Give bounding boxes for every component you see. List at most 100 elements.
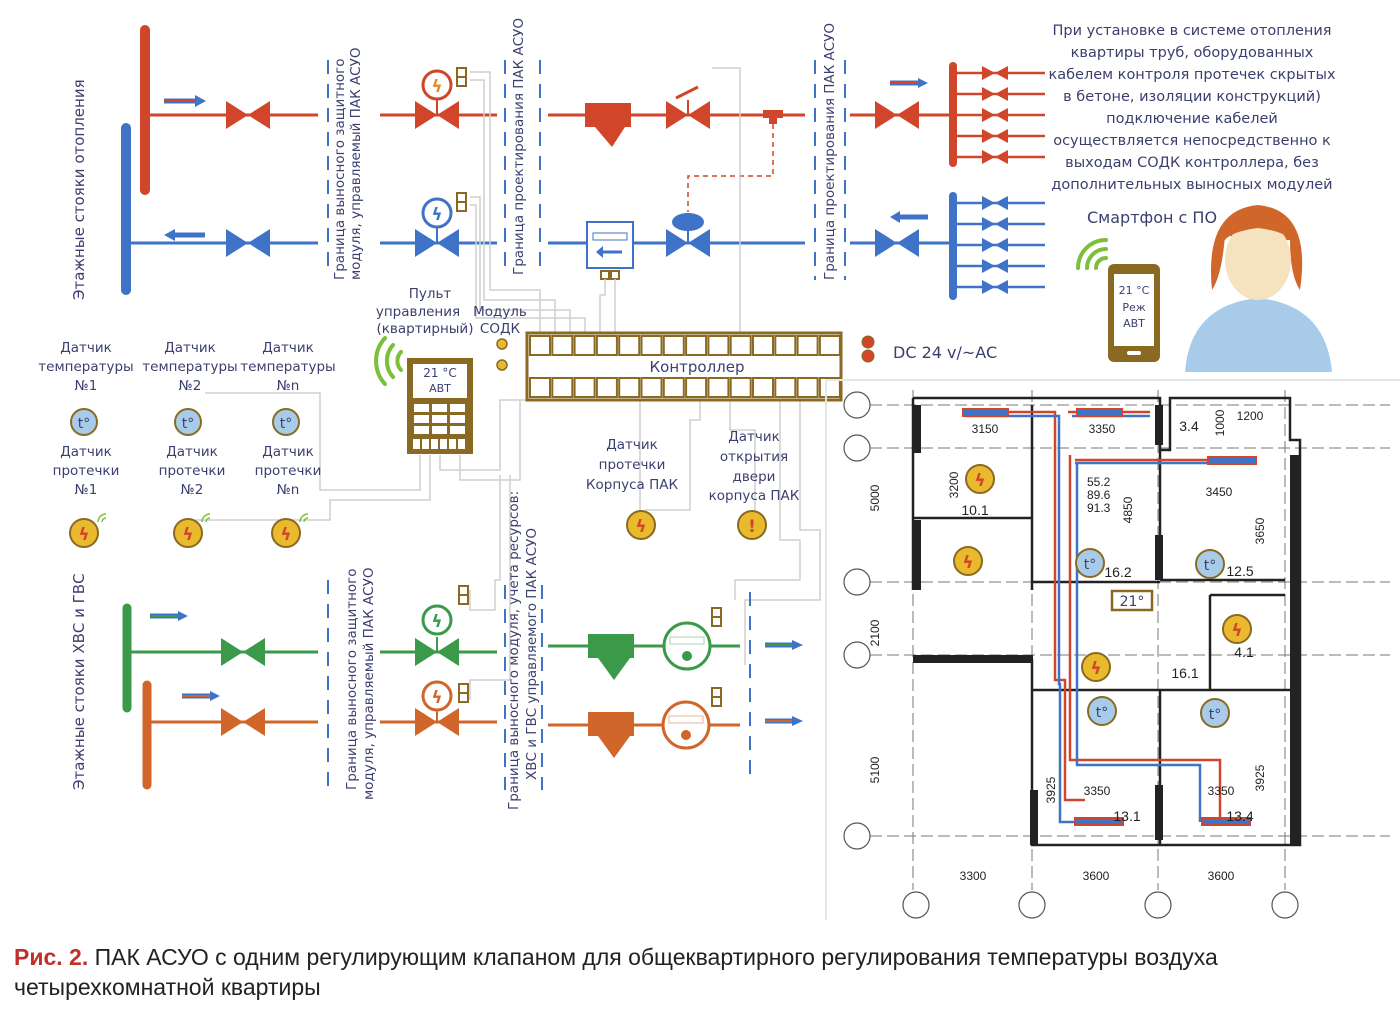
branch-valve-icon [953,280,1045,294]
room-thermostat-icon [1110,589,1154,612]
relay-terminal-icon [456,67,467,87]
flow-arrow-icon [182,691,220,701]
controller-port [774,335,797,356]
room-area-living-a: 16.2 [1104,564,1131,580]
cold-shutoff-valve-icon [226,229,270,257]
case-leak-sensor-icon [626,510,656,540]
cold-water-shutoff-valve-icon [221,638,265,666]
leak-sensor-label: №n [277,482,300,498]
module-label-2: СОДК [480,321,521,337]
controller-port [551,335,574,356]
controller-port [752,377,774,398]
note-line: выходам СОДК контроллера, без [1065,155,1319,171]
panel-key [413,439,420,449]
module-label-1: Модуль [473,304,527,320]
flow-arrow-icon [765,716,803,726]
svg-text:t°: t° [1096,705,1109,721]
apartment-area-living: 55.2 [1087,475,1111,489]
radiator-icon [962,408,1009,417]
branch-valve-icon [953,129,1045,143]
room-area-bedroom-1: 13.1 [1113,808,1140,824]
hot-water-meter-icon [661,700,711,750]
valve-actuator-icon [672,213,704,231]
strainer-icon [585,103,631,147]
svg-text:t°: t° [280,416,293,432]
door-sensor-label: двери [733,469,776,485]
temperature-sensor-icon: t° [1087,696,1117,726]
hot-water-strainer-icon [588,712,634,758]
dimension-label: 4850 [1121,496,1135,523]
apartment-area-gross: 91.3 [1087,501,1111,515]
note-line: подключение кабелей [1106,111,1278,127]
temperature-sensor-icon: t° [272,408,300,436]
room-area-kitchen: 10.1 [961,502,988,518]
controller-port [595,377,618,398]
hot-manifold-valve-icon [875,101,919,129]
door-open-sensor-icon [737,510,767,540]
svg-text:t°: t° [1209,707,1222,723]
cold-manifold-valve-icon [875,229,919,257]
leak-sensor-label: протечки [53,463,120,479]
panel-key [432,426,447,434]
temperature-sensor-icon: t° [174,408,202,436]
dimension-label: 3350 [1208,784,1235,798]
relay-terminal-icon [456,192,467,212]
room-area-room-b: 12.5 [1226,563,1253,579]
design-boundary-label-2: Граница проектирования ПАК АСУО [822,23,838,280]
svg-text:t°: t° [78,416,91,432]
dimension-label: 3300 [960,869,987,883]
grid-bubbles [843,391,1299,919]
wifi-icon [1076,238,1108,270]
controller-port [774,377,797,398]
branch-valve-icon [953,259,1045,273]
figure-number: Рис. 2. [14,944,89,970]
dimension-label: 3925 [1253,764,1267,791]
module-terminal-icon [496,359,508,371]
water-module-boundary-label-2: модуля, управляемый ПАК АСУО [361,568,377,800]
svg-text:ϟ: ϟ [1090,659,1101,679]
panel-label-1: Пульт [409,286,452,302]
control-panel-icon [407,358,473,454]
relay-terminal-icon [458,683,469,703]
flow-arrow-icon [150,611,188,621]
branch-valve-icon [953,150,1045,164]
dimension-label: 3650 [1253,517,1267,544]
leak-sensor-icon: ϟ [965,464,995,494]
controller-port [752,335,774,356]
dimension-label: 5100 [868,756,882,783]
wifi-icon [374,336,403,386]
figure-caption-text: ПАК АСУО с одним регулирующим клапаном д… [14,944,1218,1000]
room-area-bath: 4.1 [1234,644,1254,660]
leak-sensor-label: протечки [159,463,226,479]
controller-port [573,377,596,398]
temperature-sensor-icon: t° [70,408,98,436]
controller-port [729,377,752,398]
dimension-label: 3450 [1206,485,1233,499]
heat-meter-icon [586,221,634,269]
svg-text:t°: t° [182,416,195,432]
svg-text:ϟ: ϟ [280,525,291,545]
leak-sensor-label: протечки [255,463,322,479]
cold-actuator-icon [421,197,453,229]
leak-sensor-label: Датчик [166,444,218,460]
controller-port [685,377,708,398]
panel-key [414,426,429,434]
panel-key [431,439,438,449]
temp-sensor-label: температуры [240,359,335,375]
panel-key [450,404,465,412]
controller-port [707,377,730,398]
leak-sensor-icon: ϟ [69,518,99,548]
panel-key [422,439,429,449]
dimension-label: 3600 [1208,869,1235,883]
radiator-icon [1074,817,1124,826]
dimension-label: 1000 [1213,409,1227,436]
flow-arrow-icon [164,95,206,107]
dimension-label: 1200 [1237,409,1264,423]
wifi-icon [97,513,107,523]
impulse-line [687,124,774,212]
case-leak-label: Корпуса ПАК [586,477,679,493]
phone-screen-line: Реж [1122,301,1145,314]
module-boundary-label-1: Граница выносного защитного [332,58,348,280]
panel-key [450,415,465,423]
panel-key [449,439,456,449]
